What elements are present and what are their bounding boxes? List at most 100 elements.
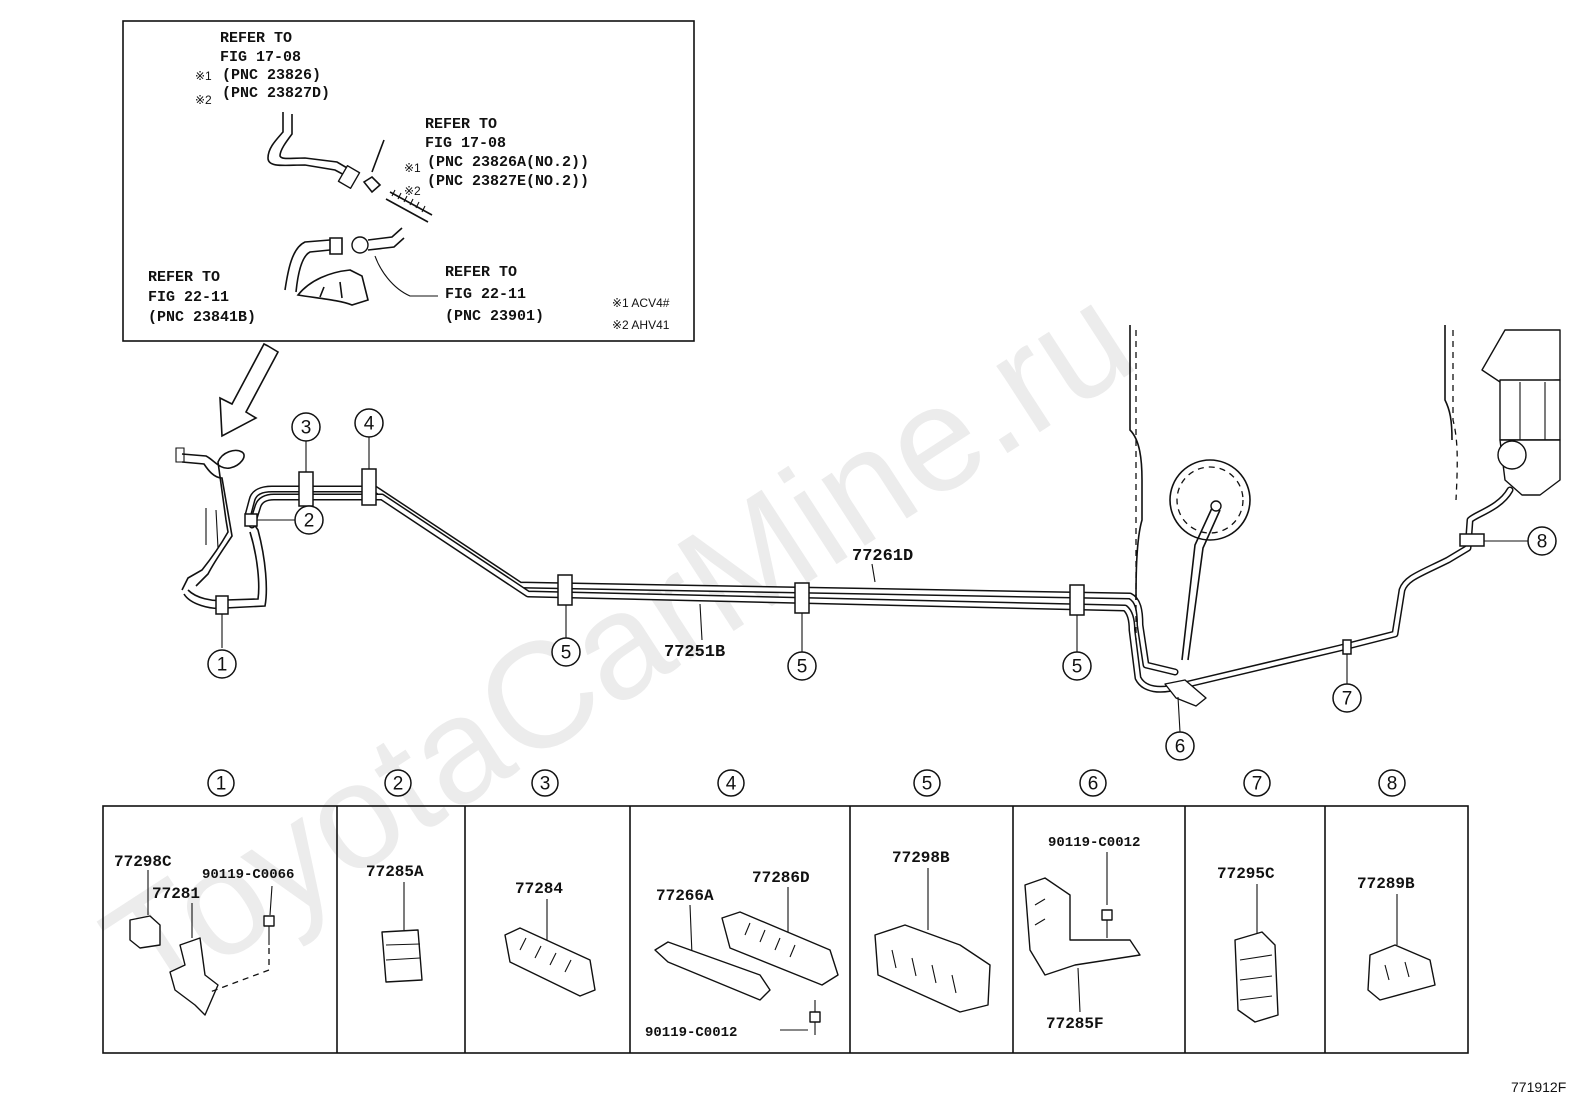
cell4-label-77286d: 77286D [752,869,810,887]
table-header-7: 7 [1243,769,1271,797]
svg-text:5: 5 [561,643,572,664]
svg-text:2: 2 [304,511,315,532]
svg-text:8: 8 [1387,774,1398,795]
brake-line-assembly: 77261D 77251B 1 2 3 4 5 5 5 6 7 8 [175,325,1561,761]
table-cell-6: 90119-C0012 77285F [1024,835,1141,1033]
svg-text:3: 3 [540,774,551,795]
table-cell-5: 77298B [874,849,991,1013]
clip-5a [557,574,573,606]
inset-top-pnc1: (PNC 23826) [222,67,321,84]
figure-id: 771912F [1511,1079,1566,1095]
clip-8 [1459,533,1485,547]
svg-text:5: 5 [922,774,933,795]
cell6-label-77285f: 77285F [1046,1015,1104,1033]
callout-3: 3 [291,412,321,442]
clip-5b [794,582,810,614]
inset-mid-mark2: ※2 [404,184,421,198]
cell1-label-77298c: 77298C [114,853,172,871]
svg-text:4: 4 [364,414,375,435]
svg-text:5: 5 [797,657,808,678]
table-header-5: 5 [913,769,941,797]
cell4-label-77266a: 77266A [656,887,714,905]
inset-top-mark2: ※2 [195,93,212,107]
callout-1: 1 [207,649,237,679]
inset-right-ref-line3: (PNC 23901) [445,308,544,325]
table-cell-3: 77284 [504,880,596,997]
clip-7 [1342,639,1352,655]
callout-5b: 5 [787,651,817,681]
svg-text:3: 3 [301,418,312,439]
table-header-4: 4 [717,769,745,797]
table-cell-7: 77295C [1217,865,1279,1023]
direction-arrow [219,342,280,438]
inset-right-ref-line2: FIG 22-11 [445,286,526,303]
cell1-label-77281: 77281 [152,885,200,903]
inset-left-ref-line2: FIG 22-11 [148,289,229,306]
clip-4 [361,468,377,506]
clip-6 [1164,679,1207,707]
table-frame [102,805,1469,1054]
table-cell-2: 77285A [366,863,424,983]
svg-text:4: 4 [726,774,737,795]
inset-top-ref-line2: FIG 17-08 [220,49,301,66]
callout-2: 2 [294,505,324,535]
table-header-2: 2 [384,769,412,797]
svg-text:8: 8 [1537,532,1548,553]
callout-6: 6 [1165,731,1195,761]
cell5-label-77298b: 77298B [892,849,950,867]
table-cell-8: 77289B [1357,875,1436,1001]
clip-3 [298,471,314,507]
svg-text:2: 2 [393,774,404,795]
cell2-label-77285a: 77285A [366,863,424,881]
callout-4: 4 [354,408,384,438]
inset-top-ref-line1: REFER TO [220,30,292,47]
svg-text:1: 1 [217,655,228,676]
table-header-3: 3 [531,769,559,797]
svg-text:7: 7 [1252,774,1263,795]
cell8-label-77289b: 77289B [1357,875,1415,893]
inset-detail: REFER TO FIG 17-08 ※1 (PNC 23826) ※2 (PN… [122,20,695,342]
inset-left-ref-line1: REFER TO [148,269,220,286]
inset-hose-upper [267,112,433,223]
svg-text:6: 6 [1175,737,1186,758]
inset-frame [122,20,695,342]
svg-text:1: 1 [216,774,227,795]
svg-text:6: 6 [1088,774,1099,795]
pipe-label-77261d: 77261D [852,547,913,566]
callout-8: 8 [1527,526,1557,556]
pipe-label-77251b: 77251B [664,643,725,662]
inset-hose-lower [284,227,438,306]
cell3-label-77284: 77284 [515,880,563,898]
table-cell-1: 77298C 90119-C0066 77281 [114,853,294,1016]
inset-mid-pnc2: (PNC 23827E(NO.2)) [427,173,589,190]
inset-mid-ref-line2: FIG 17-08 [425,135,506,152]
inset-mid-mark1: ※1 [404,161,421,175]
callout-5a: 5 [551,637,581,667]
table-header-6: 6 [1079,769,1107,797]
inset-mid-pnc1: (PNC 23826A(NO.2)) [427,154,589,171]
cell7-label-77295c: 77295C [1217,865,1275,883]
inset-top-pnc2: (PNC 23827D) [222,85,330,102]
callout-5c: 5 [1062,651,1092,681]
parts-table: 1 2 3 4 5 6 7 8 77298C 90119-C0066 77281… [102,769,1469,1054]
table-header-1: 1 [207,769,235,797]
callout-7: 7 [1332,683,1362,713]
table-header-8: 8 [1378,769,1406,797]
inset-left-ref-line3: (PNC 23841B) [148,309,256,326]
watermark: ToyotaCarMine.ru [76,251,1160,1037]
cell4-label-90119-c0012: 90119-C0012 [645,1025,737,1041]
table-cell-4: 77266A 77286D 90119-C0012 [645,869,839,1041]
clip-5c [1069,584,1085,616]
inset-legend-2: ※2 AHV41 [612,318,670,332]
clip-2 [244,513,258,527]
inset-top-mark1: ※1 [195,69,212,83]
inset-legend-1: ※1 ACV4# [612,296,670,310]
inset-mid-ref-line1: REFER TO [425,116,497,133]
cell1-label-90119-c0066: 90119-C0066 [202,867,294,883]
svg-text:7: 7 [1342,689,1353,710]
inset-right-ref-line1: REFER TO [445,264,517,281]
cell6-label-90119-c0012: 90119-C0012 [1048,835,1140,851]
svg-text:5: 5 [1072,657,1083,678]
